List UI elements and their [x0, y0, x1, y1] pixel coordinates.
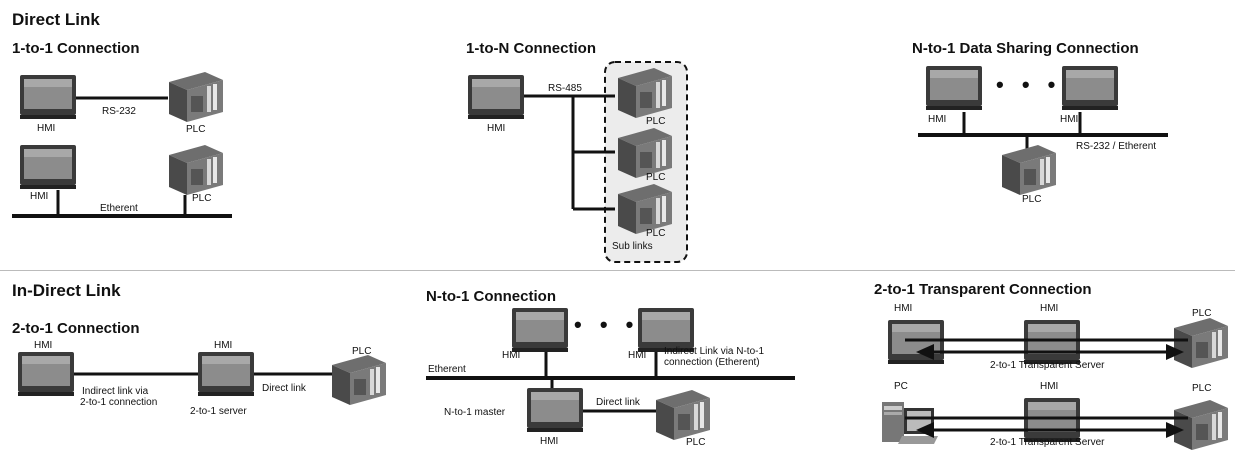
two-to-one-title: 2-to-1 Connection: [12, 320, 140, 337]
direct-link-label: Direct link: [262, 383, 306, 394]
transparent-server-label: 2-to-1 Transparent Server: [990, 360, 1105, 371]
hmi-icon: [18, 352, 74, 396]
hmi-icon: [1062, 66, 1118, 110]
pc-label: PC: [894, 381, 908, 392]
hmi-label: HMI: [540, 436, 559, 447]
hmi-label: HMI: [502, 350, 521, 361]
plc-icon: [169, 72, 223, 122]
arrow-left-icon: [916, 344, 934, 360]
hmi-icon: [527, 388, 583, 432]
ellipsis: • • •: [996, 72, 1062, 97]
ethernet-label: Etherent: [100, 203, 138, 214]
plc-label: PLC: [646, 228, 666, 239]
n-to-one-sharing-diagram: [918, 66, 1168, 195]
plc-label: PLC: [1192, 383, 1212, 394]
plc-icon: [332, 355, 386, 405]
indirect-link-label-2: 2-to-1 connection: [80, 397, 158, 408]
hmi-label: HMI: [1040, 303, 1059, 314]
hmi-icon: [198, 352, 254, 396]
pc-icon: [882, 402, 938, 444]
hmi-label: HMI: [894, 303, 913, 314]
two-to-one-diagram: [18, 352, 386, 405]
hmi-icon: [468, 75, 524, 119]
section-divider: [0, 270, 1235, 271]
transparent-title: 2-to-1 Transparent Connection: [874, 281, 1092, 298]
plc-icon: [169, 145, 223, 195]
plc-icon: [1174, 318, 1228, 368]
transparent-server-label: 2-to-1 Transparent Server: [990, 437, 1105, 448]
plc-label: PLC: [686, 437, 706, 448]
hmi-icon: [512, 308, 568, 352]
sub-links-label: Sub links: [612, 241, 653, 252]
plc-label: PLC: [1192, 308, 1212, 319]
ellipsis: • • •: [574, 312, 640, 337]
plc-label: PLC: [1022, 194, 1042, 205]
hmi-icon: [888, 320, 944, 364]
arrow-left-icon: [916, 422, 934, 438]
plc-icon: [1002, 145, 1056, 195]
hmi-icon: [1024, 398, 1080, 442]
direct-link-label: Direct link: [596, 397, 640, 408]
hmi-label: HMI: [928, 114, 947, 125]
direct-link-title: Direct Link: [12, 10, 100, 29]
plc-label: PLC: [186, 124, 206, 135]
hmi-label: HMI: [628, 350, 647, 361]
plc-icon: [656, 390, 710, 440]
server-label: 2-to-1 server: [190, 406, 247, 417]
hmi-label: HMI: [34, 340, 53, 351]
hmi-label: HMI: [30, 191, 49, 202]
rs232-label: RS-232: [102, 106, 136, 117]
plc-label: PLC: [646, 116, 666, 127]
hmi-label: HMI: [1040, 381, 1059, 392]
hmi-label: HMI: [1060, 114, 1079, 125]
plc-label: PLC: [646, 172, 666, 183]
hmi-label: HMI: [37, 123, 56, 134]
rs485-label: RS-485: [548, 83, 582, 94]
one-to-one-diagram: [12, 72, 232, 218]
one-to-n-diagram: [468, 61, 688, 263]
n-to-one-sharing-title: N-to-1 Data Sharing Connection: [912, 40, 1139, 57]
plc-label: PLC: [192, 193, 212, 204]
indirect-link-title: In-Direct Link: [12, 281, 121, 300]
arrow-right-icon: [1166, 422, 1184, 438]
bus-label: RS-232 / Etherent: [1076, 141, 1157, 152]
indirect-link-label: Indirect link via: [82, 386, 149, 397]
indirect-note-label: Indirect Link via N-to-1 connection (Eth…: [664, 346, 765, 368]
one-to-one-title: 1-to-1 Connection: [12, 40, 140, 57]
plc-label: PLC: [352, 346, 372, 357]
transparent-diagram: [882, 318, 1228, 450]
hmi-label: HMI: [487, 123, 506, 134]
n-to-one-title: N-to-1 Connection: [426, 288, 556, 305]
hmi-icon: [1024, 320, 1080, 364]
hmi-label: HMI: [214, 340, 233, 351]
hmi-icon: [20, 145, 76, 189]
arrow-right-icon: [1166, 344, 1184, 360]
plc-icon: [1174, 400, 1228, 450]
n-to-one-diagram: [426, 308, 795, 440]
hmi-icon: [20, 75, 76, 119]
master-label: N-to-1 master: [444, 407, 506, 418]
one-to-n-title: 1-to-N Connection: [466, 40, 596, 57]
hmi-icon: [926, 66, 982, 110]
ethernet-label: Etherent: [428, 364, 466, 375]
